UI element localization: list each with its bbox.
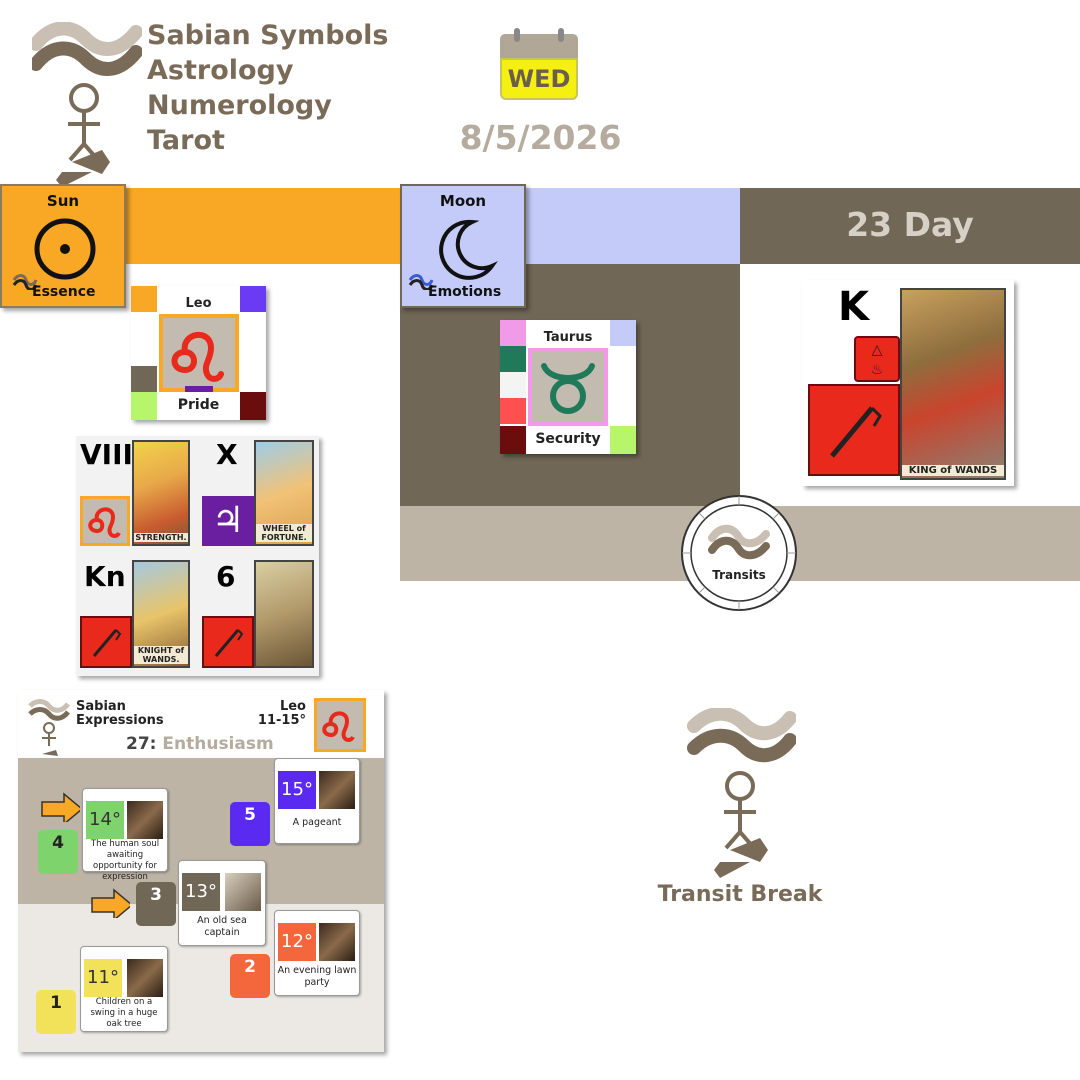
degree-badge: 15° (278, 771, 316, 809)
sabian-image (127, 959, 163, 997)
leo-glyph-icon (171, 331, 224, 382)
taurus-glyph-icon (541, 363, 595, 414)
wave-figure-icon (28, 699, 70, 756)
moon-symbol-icon (439, 219, 498, 280)
tarot-card-six-wands[interactable] (254, 560, 314, 668)
moon-subtitle: Emotions (428, 284, 502, 300)
calendar-top-icon (500, 34, 578, 58)
leo-glyph-box (159, 314, 239, 392)
arrow-right-icon (41, 792, 80, 822)
sabian-image (225, 873, 261, 911)
sabian-card-14[interactable]: 14° The human soul awaiting opportunity … (82, 788, 168, 882)
tarot-rank-4: 6 (216, 560, 236, 593)
fire-icon-2 (202, 616, 254, 668)
element-air-icon: △♨ (854, 336, 900, 382)
taurus-sign-tile[interactable]: Taurus Security (500, 320, 636, 454)
arrow-right-icon (91, 888, 130, 918)
sun-subtitle: Essence (32, 284, 96, 300)
calendar-weekday: WED (500, 58, 578, 100)
sabian-card-15[interactable]: 15° A pageant (274, 758, 360, 844)
sun-tile[interactable]: Sun Essence (0, 184, 126, 308)
brand-line-4: Tarot (147, 125, 225, 156)
tarot-card-king-wands[interactable]: KING of WANDS (900, 288, 1006, 480)
transit-break-logo (686, 706, 797, 878)
wave-figure-icon (29, 21, 143, 187)
number-badge-1: 1 (36, 990, 76, 1034)
leo-sign-tile[interactable]: Leo Pride (131, 286, 266, 420)
number-badge-3: 3 (136, 882, 176, 926)
tarot-rank-3: Kn (84, 560, 126, 593)
expressions-header: Sabian Expressions (76, 699, 164, 728)
degree-badge: 14° (86, 801, 124, 839)
number-badge-5: 5 (230, 802, 270, 846)
brand-line-3: Numerology (147, 90, 332, 121)
transits-wheel-icon (681, 495, 797, 611)
degree-badge: 13° (182, 873, 220, 911)
sabian-image (319, 923, 355, 961)
number-badge-2: 2 (230, 954, 270, 998)
sun-symbol-icon (34, 218, 96, 280)
transits-label: Transits (712, 568, 766, 582)
sabian-image (319, 771, 355, 809)
day-band (740, 188, 1080, 264)
transit-break-label: Transit Break (657, 882, 823, 907)
brand-line-1: Sabian Symbols (147, 20, 389, 51)
taurus-glyph-box (528, 348, 608, 426)
fire-icon-3 (808, 384, 900, 476)
number-badge-4: 4 (38, 830, 78, 874)
jupiter-icon: ♃ (202, 496, 254, 546)
day-card-rank: K (838, 284, 869, 330)
wave-icon (12, 274, 38, 290)
brand-line-2: Astrology (147, 55, 294, 86)
tarot-rank-2: X (216, 438, 238, 471)
tarot-rank-1: VIII (80, 438, 133, 471)
degree-badge: 11° (84, 959, 122, 997)
tarot-card-strength[interactable]: STRENGTH. (132, 440, 190, 546)
moon-title: Moon (439, 192, 487, 210)
wave-icon (408, 274, 434, 290)
brand-logo (29, 21, 143, 187)
expressions-leo-icon (314, 698, 366, 752)
sun-tarot-grid: VIII STRENGTH. X ♃ WHEEL of FORTUNE. Kn … (76, 436, 319, 676)
fire-icon (80, 616, 132, 668)
expressions-theme: 27: Enthusiasm (126, 734, 274, 754)
sun-title: Sun (46, 192, 80, 210)
transits-button[interactable]: Transits (680, 494, 798, 612)
sabian-card-11[interactable]: 11° Children on a swing in a huge oak tr… (80, 946, 168, 1032)
tarot-card-wheel[interactable]: WHEEL of FORTUNE. (254, 440, 314, 546)
moon-tile[interactable]: Moon Emotions (400, 184, 526, 308)
sabian-image (127, 801, 163, 839)
sabian-card-13[interactable]: 13° An old sea captain (178, 860, 266, 946)
tarot-card-knight-wands[interactable]: KNIGHT of WANDS. (132, 560, 190, 668)
taurus-sign-name: Taurus (543, 330, 593, 345)
leo-sign-name: Leo (185, 296, 212, 311)
day-tarot-panel: K △♨ KING of WANDS (802, 280, 1014, 486)
degree-badge: 12° (278, 923, 316, 961)
taurus-keyword: Security (535, 431, 601, 447)
wave-figure-icon (687, 706, 797, 878)
day-label: 23 Day (846, 205, 974, 244)
brand-title: Sabian Symbols Astrology Numerology Taro… (147, 18, 388, 158)
sabian-card-12[interactable]: 12° An evening lawn party (274, 910, 360, 996)
calendar-date: 8/5/2026 (459, 118, 622, 157)
calendar-widget: WED (500, 28, 580, 102)
expressions-sign: Leo 11-15° (257, 699, 306, 728)
sabian-expressions-panel: Sabian Expressions Leo 11-15° 27: Enthus… (18, 690, 384, 1052)
leo-mini-icon (80, 496, 130, 546)
leo-keyword: Pride (177, 397, 220, 413)
